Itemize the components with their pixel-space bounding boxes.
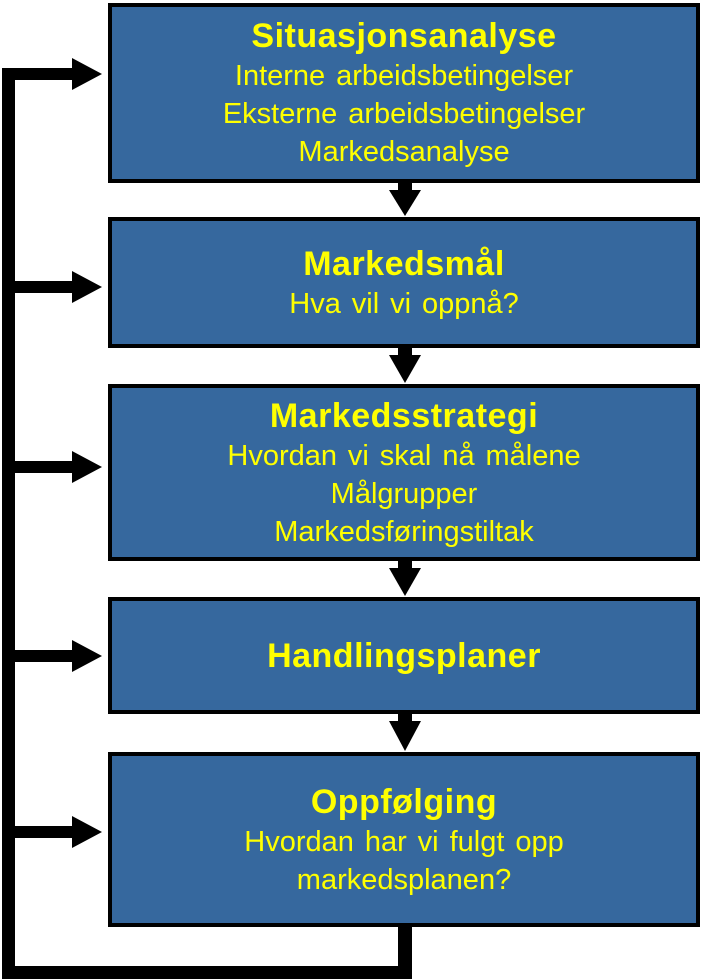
feedback-stub-line — [398, 925, 412, 975]
box-title: Markedsstrategi — [269, 396, 539, 435]
flow-box-markedsmal: Markedsmål Hva vil vi oppnå? — [108, 217, 700, 348]
arrow-down-icon-1 — [389, 183, 421, 216]
box-line: markedsplanen? — [296, 863, 512, 896]
box-title: Markedsmål — [303, 244, 505, 283]
feedback-arrow-icon-2 — [2, 271, 102, 303]
box-line: Interne arbeidsbetingelser — [234, 60, 574, 92]
flow-box-handlingsplaner: Handlingsplaner — [108, 597, 700, 714]
flow-box-situasjonsanalyse: Situasjonsanalyse Interne arbeidsbetinge… — [108, 3, 700, 183]
box-line: Hvordan har vi fulgt opp — [244, 825, 564, 858]
box-line: Hvordan vi skal nå målene — [227, 439, 581, 472]
arrow-down-icon-3 — [389, 561, 421, 596]
feedback-arrow-icon-1 — [2, 58, 102, 90]
flow-box-markedsstrategi: Markedsstrategi Hvordan vi skal nå målen… — [108, 384, 700, 561]
flow-box-oppfolging: Oppfølging Hvordan har vi fulgt opp mark… — [108, 752, 700, 927]
box-line: Eksterne arbeidsbetingelser — [222, 98, 586, 130]
feedback-arrow-icon-4 — [2, 640, 102, 672]
box-line: Markedsføringstiltak — [274, 515, 534, 548]
feedback-arrow-icon-3 — [2, 451, 102, 483]
box-line: Markedsanalyse — [298, 136, 510, 168]
box-title: Situasjonsanalyse — [251, 17, 557, 55]
feedback-vertical-line — [2, 68, 15, 979]
box-title: Handlingsplaner — [267, 636, 541, 675]
box-line: Hva vil vi oppnå? — [289, 287, 519, 320]
feedback-bottom-line — [2, 966, 412, 979]
feedback-arrow-icon-5 — [2, 816, 102, 848]
box-title: Oppfølging — [310, 782, 498, 821]
arrow-down-icon-4 — [389, 714, 421, 751]
arrow-down-icon-2 — [389, 348, 421, 383]
box-line: Målgrupper — [330, 477, 478, 510]
